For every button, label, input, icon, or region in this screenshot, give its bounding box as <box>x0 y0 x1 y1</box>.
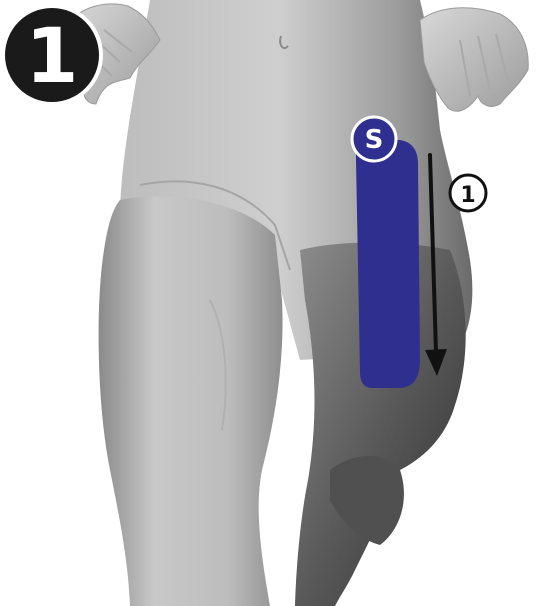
tape-start-marker: S <box>352 117 396 161</box>
step-number-label: 1 <box>26 11 79 100</box>
left-leg <box>99 196 283 606</box>
kinesiology-tape-strip <box>356 140 420 388</box>
direction-step-label: 1 <box>460 183 475 208</box>
direction-step-badge: 1 <box>450 175 486 211</box>
step-number-badge: 1 <box>3 6 101 104</box>
tape-start-marker-label: S <box>365 125 384 155</box>
